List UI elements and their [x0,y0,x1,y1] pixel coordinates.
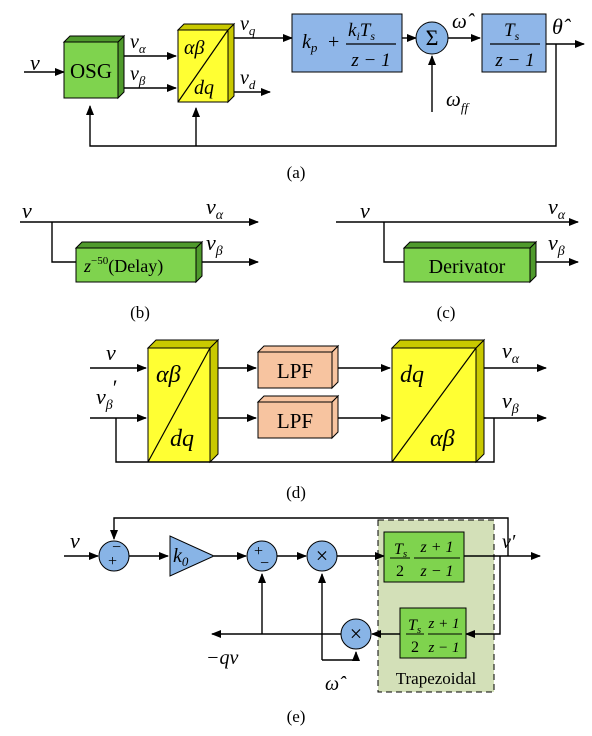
caption-b: (b) [130,303,150,322]
d-feedback-wire [115,418,495,463]
d-park-block: αβ dq [146,338,220,464]
park-transform-block: αβ dq [176,22,236,104]
trap2-frac-num: z + 1 [428,616,460,632]
caption-d: (d) [286,483,306,502]
d-inverse-park-block: dq αβ [390,338,486,464]
int-denominator: z − 1 [494,50,534,71]
e-mult2-symbol: × [350,621,362,646]
b-vbeta-label: vβ [206,230,223,259]
integrator-block: Ts z − 1 [481,13,547,73]
a-vq-label: vq [240,13,256,38]
pi-numerator: kiTs [348,20,375,43]
e-sum-node-2: + − [246,540,278,572]
pi-kp: kp [302,31,318,55]
panel-d: v vβ′ αβ dq LPF LPF [90,338,547,502]
d-vbeta-label: vβ [502,388,519,417]
delay-block: z−50(Delay) [74,240,204,284]
e-mult1-symbol: × [316,543,328,568]
e-omega-to-mult2-arrow [322,651,360,661]
park-bottom-label: dq [194,77,214,99]
e-sum2-plus: + [254,543,263,560]
derivator-label: Derivator [429,256,506,278]
pi-denominator: z − 1 [350,50,390,71]
e-trap2-in-arrow [465,556,501,638]
d-ipark-top: dq [400,362,424,388]
pi-controller-block: kp + kiTs z − 1 [291,13,403,73]
b-input-label: v [22,198,32,223]
derivator-block: Derivator [402,240,538,284]
a-theta-hat-label: θ̂ [552,14,572,39]
trap2-two: 2 [411,639,419,656]
trap1-ts: Ts [394,541,407,560]
panel-b: v vα z−50(Delay) vβ (b) [20,194,259,322]
e-feedback-wire [110,517,509,556]
trap1-two: 2 [396,563,404,580]
pi-plus: + [328,31,339,53]
a-omega-ff-label: ωff [446,87,470,115]
a-vbeta-label: vβ [130,63,146,88]
d-input-v-label: v [106,340,116,365]
trap-integrator-2: Ts 2 z + 1 z − 1 [399,607,467,659]
d-park-top: αβ [156,362,181,388]
e-sum2-minus: − [260,555,269,572]
a-vd-label: vd [240,67,256,92]
a-feedback-osg [86,44,557,147]
e-sum-node-1: + − [98,539,130,572]
lpf-block-2: LPF [256,394,340,440]
d-park-bottom: dq [170,426,194,452]
caption-e: (e) [287,707,306,726]
a-input-label: v [30,50,40,75]
lpf2-label: LPF [277,409,313,433]
a-valpha-label: vα [130,31,147,56]
panel-a: v OSG vα vβ αβ dq vq vd [24,9,585,182]
park-top-label: αβ [184,37,204,59]
trap1-frac-den: z − 1 [419,563,453,580]
trapezoidal-label: Trapezoidal [396,669,477,688]
lpf-block-1: LPF [256,344,340,390]
int-numerator: Ts [504,20,520,43]
c-vbeta-label: vβ [548,230,565,259]
e-multiplier-2: × [340,618,372,650]
e-qv-label: −qv [206,647,238,669]
c-input-label: v [360,198,370,223]
e-output-label: v′ [502,531,516,553]
d-valpha-label: vα [502,338,520,367]
e-sum1-plus: + [108,553,117,570]
a-sum-node: Σ [415,21,449,55]
c-branch-wire [383,222,404,263]
e-multiplier-1: × [306,540,338,572]
e-sum1-minus: − [112,539,121,556]
gain-block: k0 [169,535,216,577]
panel-e: Trapezoidal v + − k0 + − × [64,517,541,726]
e-omega-hat-label: ω̂ [325,673,347,695]
a-sum-symbol: Σ [426,25,439,50]
caption-c: (c) [437,303,456,322]
panel-c: v vα Derivator vβ (c) [336,194,579,322]
trap1-frac-num: z + 1 [419,539,453,556]
b-branch-wire [51,222,76,263]
a-omega-hat-label: ω̂ [452,9,475,33]
lpf1-label: LPF [277,359,313,383]
d-ipark-bottom: αβ [430,426,455,452]
e-input-label: v [70,528,80,553]
trap2-ts: Ts [408,617,421,636]
osg-block: OSG [62,34,126,100]
delay-label: z−50(Delay) [83,255,163,277]
trap2-frac-den: z − 1 [428,640,460,656]
osg-label: OSG [70,59,112,83]
b-valpha-label: vα [206,194,224,223]
caption-a: (a) [287,163,306,182]
gain-label: k0 [173,545,189,569]
trap-integrator-1: Ts 2 z + 1 z − 1 [383,531,465,583]
c-valpha-label: vα [548,194,566,223]
d-input-vb-label: vβ′ [96,375,118,413]
